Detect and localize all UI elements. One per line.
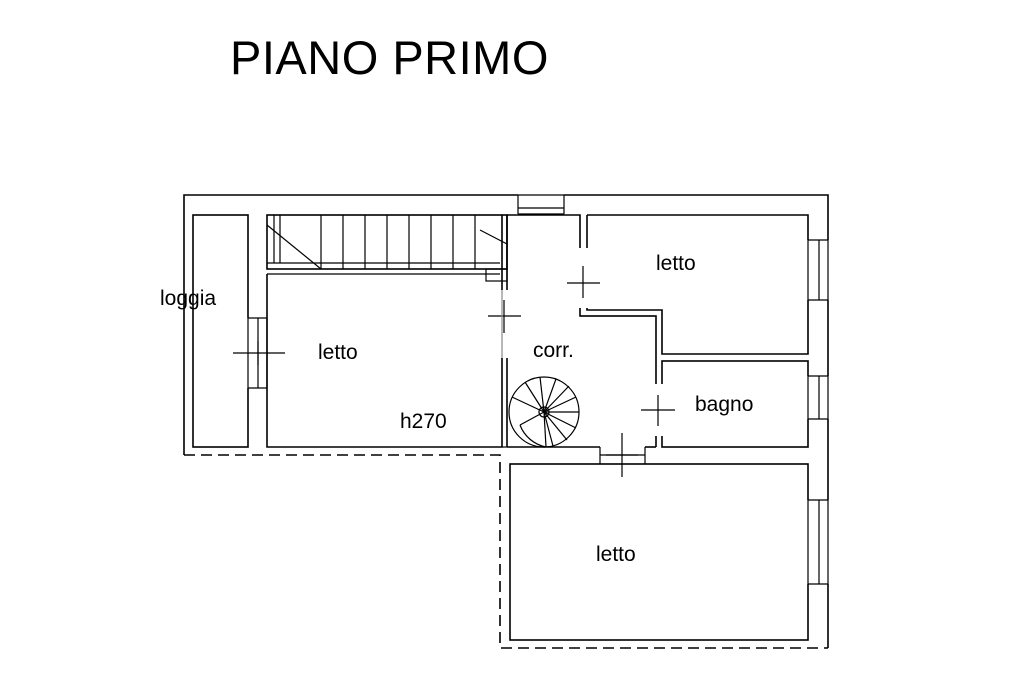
top-window — [517, 192, 565, 215]
window-bathroom — [806, 375, 830, 420]
plan-title: PIANO PRIMO — [230, 31, 549, 84]
label-bedroom-left: letto — [318, 341, 358, 364]
label-corridor: corr. — [533, 339, 574, 362]
label-ceiling-height: h270 — [400, 410, 447, 433]
window-top-right — [806, 239, 830, 301]
door-bedroom-top-right — [567, 248, 600, 308]
label-bathroom: bagno — [695, 393, 753, 416]
staircase — [266, 214, 508, 282]
spiral-staircase — [508, 376, 580, 448]
bedroom-bottom — [509, 463, 809, 641]
door-loggia — [233, 317, 285, 389]
loggia-room — [192, 214, 249, 448]
label-bedroom-top-right: letto — [656, 252, 696, 275]
window-bottom-bedroom — [806, 499, 830, 585]
bedroom-top-right — [580, 214, 809, 355]
label-loggia: loggia — [160, 287, 216, 310]
door-bathroom — [641, 384, 675, 436]
outer-walls — [183, 194, 829, 648]
door-bedroom-left — [488, 290, 521, 358]
label-bedroom-bottom: letto — [596, 543, 636, 566]
door-bedroom-bottom — [599, 433, 646, 477]
terrace-outline — [184, 454, 828, 649]
